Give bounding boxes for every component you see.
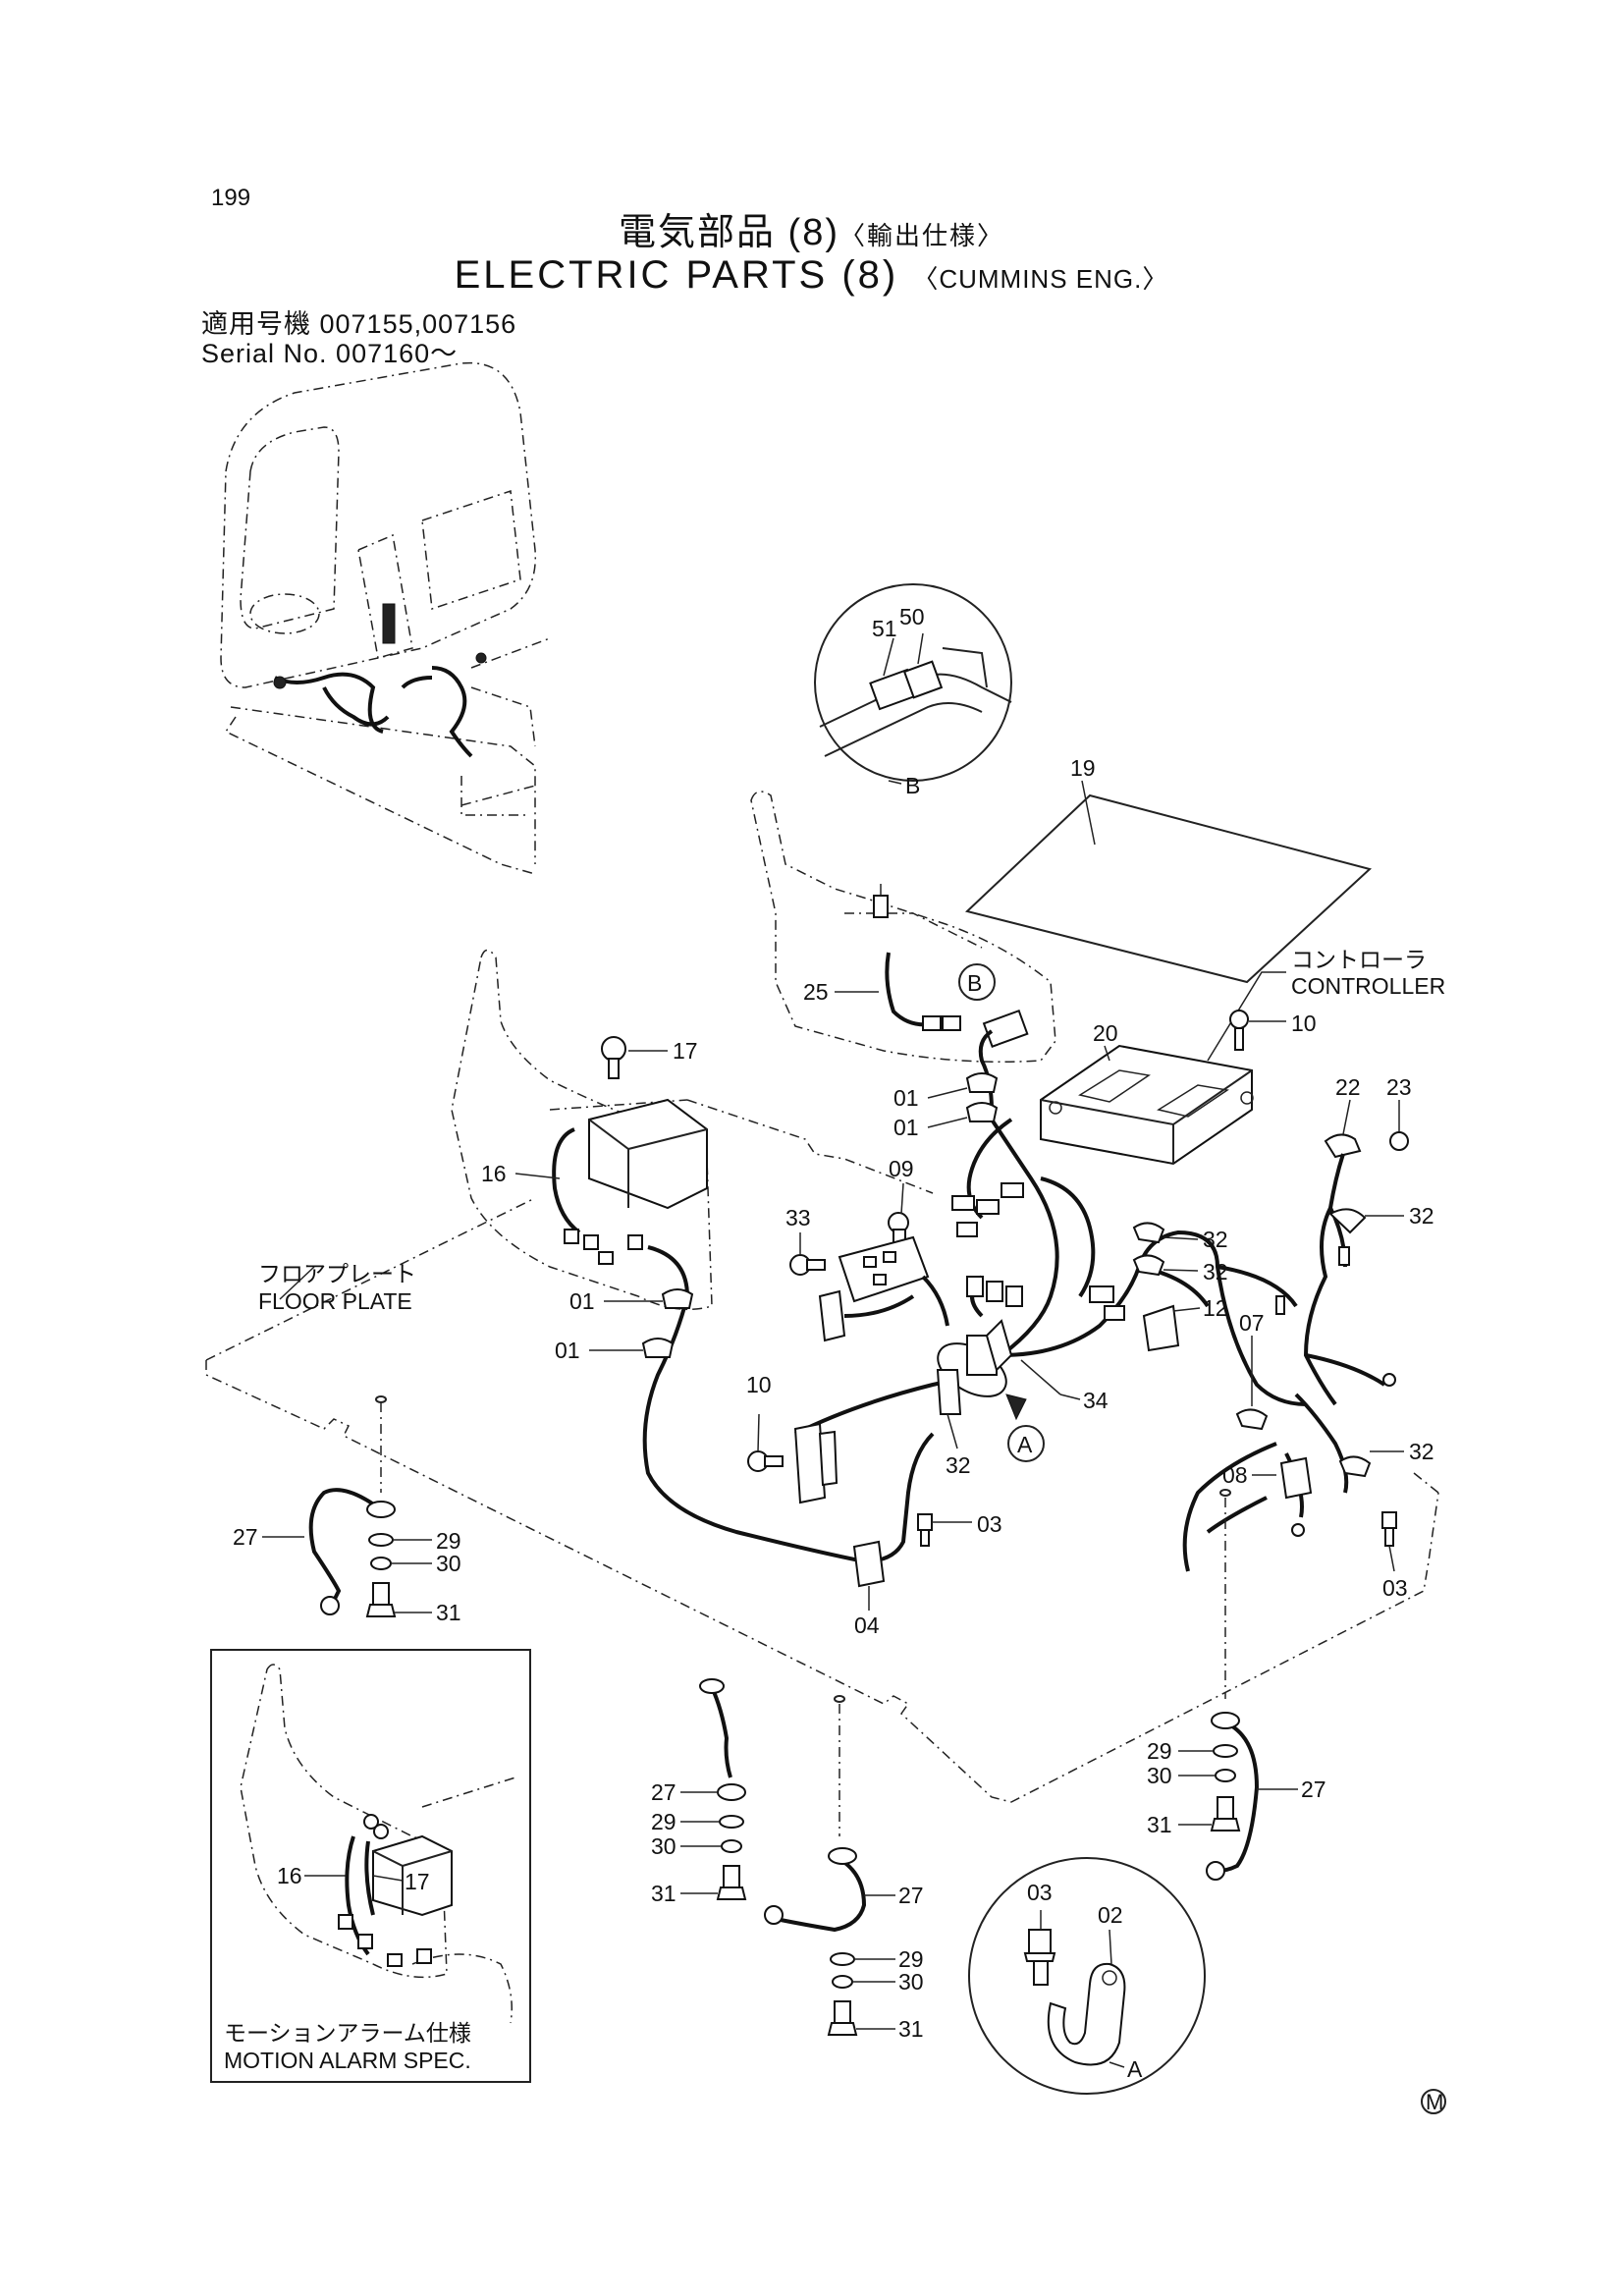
marker-a: A <box>1017 1432 1033 1457</box>
callout-32-lower: 32 <box>946 1452 971 1478</box>
ground-cable-left: 27 29 30 31 <box>233 1395 461 1625</box>
callout-32-b: 32 <box>1203 1259 1228 1285</box>
motion-alarm-label-jp: モーションアラーム仕様 <box>224 2020 471 2046</box>
callout-50: 50 <box>899 604 925 629</box>
detail-label-a: A <box>1127 2056 1143 2082</box>
detail-b: 51 50 B <box>814 583 1012 798</box>
callout-01-d: 01 <box>555 1338 580 1363</box>
motion-alarm-label-en: MOTION ALARM SPEC. <box>224 2048 471 2073</box>
floor-plate: フロアプレート FLOOR PLATE <box>205 1099 1439 1803</box>
callout-29-a: 29 <box>436 1528 461 1554</box>
callout-29-d: 29 <box>1147 1738 1172 1764</box>
callout-31-b: 31 <box>651 1881 676 1906</box>
callout-03-a: 03 <box>977 1511 1002 1537</box>
serial-jp: 適用号機 007155,007156 <box>201 309 517 339</box>
callout-10-left: 10 <box>746 1372 772 1397</box>
title-japanese: 電気部品 (8)〈輸出仕様〉 <box>0 201 1623 255</box>
floor-plate-label-en: FLOOR PLATE <box>258 1288 412 1314</box>
detail-label-b: B <box>905 773 920 798</box>
callout-32-d: 32 <box>1409 1439 1434 1464</box>
callout-01-a: 01 <box>893 1085 919 1111</box>
callout-30-b: 30 <box>651 1833 676 1859</box>
clamp-22-23: 22 23 32 <box>1303 1074 1434 1406</box>
callout-12: 12 <box>1203 1295 1228 1321</box>
controller-unit: 20 コントローラ CONTROLLER 10 <box>1040 947 1445 1166</box>
ground-cable-right: 27 29 30 31 <box>1147 1489 1326 1881</box>
callout-09: 09 <box>889 1156 914 1181</box>
callout-30-d: 30 <box>1147 1763 1172 1788</box>
left-console: 17 16 <box>451 949 713 1311</box>
ground-cable-center: 27 29 30 31 <box>764 1695 924 2042</box>
callout-34: 34 <box>1083 1388 1109 1413</box>
callout-33: 33 <box>785 1205 811 1230</box>
callout-02: 02 <box>1098 1902 1123 1928</box>
callout-03-b: 03 <box>1382 1575 1408 1601</box>
bolts-03-bracket-04: 03 04 03 <box>852 1496 1408 1638</box>
callout-01-c: 01 <box>569 1288 595 1314</box>
bolt-10-connector: 10 <box>746 1372 839 1504</box>
clips-32-12-07: 32 32 12 07 32 08 <box>1132 1222 1434 1500</box>
callout-29-c: 29 <box>898 1946 924 1972</box>
callout-03-detail: 03 <box>1027 1880 1053 1905</box>
title-en-main: ELECTRIC PARTS (8) <box>454 253 899 297</box>
callout-20: 20 <box>1093 1020 1118 1046</box>
inset-callout-17: 17 <box>405 1869 430 1894</box>
callout-17: 17 <box>673 1038 698 1064</box>
detail-a: 03 02 A <box>968 1857 1206 2095</box>
callout-27-b: 27 <box>651 1779 676 1805</box>
callout-31-a: 31 <box>436 1600 461 1625</box>
controller-label-jp: コントローラ <box>1291 947 1427 972</box>
serial-en: Serial No. 007160～ <box>201 339 459 368</box>
mark-m-text: M <box>1426 2090 1443 2114</box>
callout-16: 16 <box>481 1161 507 1186</box>
callout-01-b: 01 <box>893 1115 919 1140</box>
ground-cable-center-left: 27 29 30 31 <box>651 1678 747 1906</box>
title-jp-tag: 〈輸出仕様〉 <box>839 221 1005 250</box>
callout-22: 22 <box>1335 1074 1361 1100</box>
machine-overview <box>220 361 551 875</box>
callout-23: 23 <box>1386 1074 1412 1100</box>
callout-10-controller: 10 <box>1291 1011 1317 1036</box>
callout-51: 51 <box>872 616 897 641</box>
inset-callout-16: 16 <box>277 1863 302 1888</box>
callout-25: 25 <box>803 979 829 1005</box>
title-english: ELECTRIC PARTS (8) 〈CUMMINS ENG.〉 <box>0 253 1623 298</box>
floor-plate-label-jp: フロアプレート <box>258 1261 416 1286</box>
callout-04: 04 <box>854 1613 880 1638</box>
callout-07: 07 <box>1239 1310 1265 1336</box>
title-jp-main: 電気部品 (8) <box>618 212 839 253</box>
right-console: 25 B <box>750 791 1056 1063</box>
callout-31-d: 31 <box>1147 1812 1172 1837</box>
page-number: 199 <box>211 185 251 211</box>
bolts-09-33: 09 33 <box>785 1156 949 1342</box>
floor-mat-19: 19 <box>964 755 1373 984</box>
title-en-tag: 〈CUMMINS ENG.〉 <box>912 264 1169 294</box>
clamps-01: 01 01 01 01 <box>555 1072 999 1363</box>
motion-alarm-inset: 16 17 モーションアラーム仕様 MOTION ALARM SPEC. <box>210 1649 531 2083</box>
callout-31-c: 31 <box>898 2016 924 2042</box>
callout-30-a: 30 <box>436 1551 461 1576</box>
callout-08: 08 <box>1222 1462 1248 1488</box>
callout-30-c: 30 <box>898 1969 924 1995</box>
callout-27-a: 27 <box>233 1524 258 1550</box>
callout-29-b: 29 <box>651 1809 676 1834</box>
callout-32-right: 32 <box>1409 1203 1434 1229</box>
controller-label-en: CONTROLLER <box>1291 973 1445 999</box>
main-harness: 34 A 32 <box>642 1029 1349 1572</box>
mark-m: M <box>1421 2089 1446 2114</box>
callout-27-d: 27 <box>1301 1777 1326 1802</box>
marker-b: B <box>967 970 982 996</box>
callout-19: 19 <box>1070 755 1096 781</box>
callout-27-c: 27 <box>898 1883 924 1908</box>
callout-32-a: 32 <box>1203 1227 1228 1252</box>
